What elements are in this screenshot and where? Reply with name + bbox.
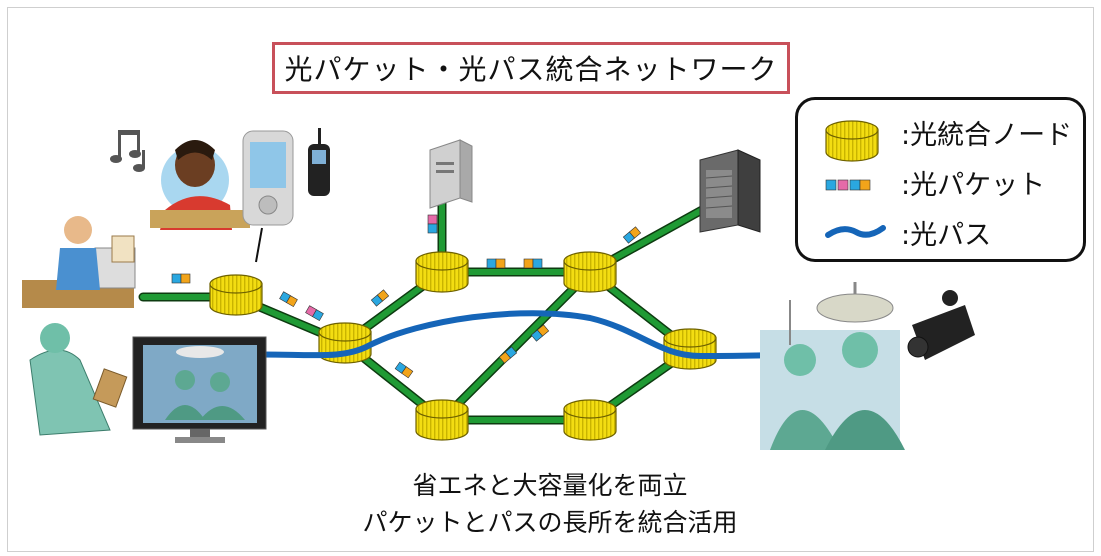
caption-line-2: パケットとパスの長所を統合活用: [362, 508, 738, 537]
figure-frame: [7, 7, 1094, 552]
surgical-lamp-icon: [789, 282, 894, 345]
server-icon: [429, 139, 473, 209]
legend-path-label: :光パス: [901, 220, 992, 251]
smartphone-icon: [242, 130, 294, 263]
operator-icon: [22, 216, 136, 308]
optical-node: [415, 251, 469, 293]
optical-path: [229, 310, 841, 360]
legend-node-symbol: [825, 120, 879, 162]
server-rack-icon: [699, 149, 761, 233]
optical-node: [563, 251, 617, 293]
music-notes-icon: [110, 130, 145, 172]
legend-packet-label: :光パケット: [901, 170, 1046, 201]
diagram-title: 光パケット・光パス統合ネットワーク: [272, 42, 790, 94]
nurse-icon: [29, 323, 128, 436]
legend-box: :光統合ノード :光パケット :光パス: [795, 97, 1086, 262]
optical-node: [209, 274, 263, 316]
legend-packet-symbol: [825, 179, 871, 191]
monitor-icon: [132, 336, 267, 443]
optical-packets: [171, 214, 642, 379]
legend-node-label: :光統合ノード: [901, 120, 1073, 151]
optical-node: [563, 399, 617, 441]
caption-line-1: 省エネと大容量化を両立: [412, 471, 688, 500]
legend-symbols: [825, 120, 886, 238]
video-camera-icon: [907, 290, 975, 360]
legend-path-symbol: [825, 225, 886, 238]
surgery-team-icon: [760, 330, 905, 450]
cellphone-icon: [308, 128, 330, 196]
optical-node: [415, 399, 469, 441]
listener-icon: [150, 140, 250, 230]
